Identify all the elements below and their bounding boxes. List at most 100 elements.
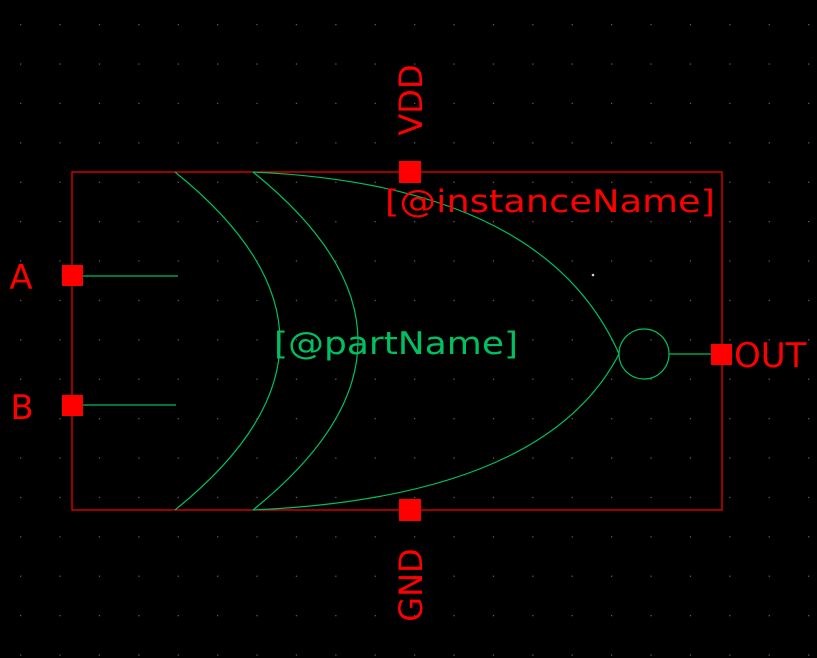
grid-dot <box>20 63 22 65</box>
grid-dot <box>256 299 258 302</box>
grid-dot <box>177 654 179 656</box>
grid-dot <box>571 496 573 499</box>
grid-dot <box>177 378 179 380</box>
grid-dot <box>453 260 455 262</box>
grid-dot <box>98 536 101 538</box>
pin-b[interactable] <box>62 395 83 416</box>
grid-dot <box>808 339 810 341</box>
grid-dot <box>374 299 376 302</box>
grid-dot <box>571 378 573 380</box>
grid-dot <box>808 299 810 302</box>
grid-dot <box>98 63 101 65</box>
pin-a[interactable] <box>62 265 83 286</box>
grid-dot <box>20 181 22 183</box>
grid-dot <box>453 24 455 26</box>
grid-dot <box>177 24 179 26</box>
grid-dot <box>374 418 376 420</box>
grid-dot <box>808 654 810 656</box>
grid-dot <box>20 339 22 341</box>
grid-dot <box>59 496 61 499</box>
grid-dot <box>611 24 613 26</box>
pin-out[interactable] <box>711 344 732 365</box>
grid-dot <box>492 102 495 105</box>
pin-gnd[interactable] <box>399 499 421 521</box>
xnor-symbol[interactable]: A B OUT VDD GND [@instanceName] [@partNa… <box>9 64 806 621</box>
grid-dot <box>689 181 692 183</box>
grid-dot <box>335 299 337 302</box>
grid-dot <box>217 418 219 420</box>
grid-dot <box>689 378 692 380</box>
grid-dot <box>20 102 22 105</box>
grid-dot <box>98 457 101 459</box>
grid-dot <box>453 654 455 656</box>
grid-dot <box>98 418 101 420</box>
grid-dot <box>217 63 219 65</box>
grid-dot <box>59 339 61 341</box>
grid-dot <box>59 142 61 144</box>
grid-dot <box>650 496 652 499</box>
grid-dot <box>217 615 219 617</box>
grid-dot <box>611 575 613 577</box>
grid-dot <box>453 496 455 499</box>
grid-dot <box>20 418 22 420</box>
grid-dot <box>729 142 731 144</box>
grid-dot <box>689 418 692 420</box>
pin-vdd[interactable] <box>399 161 421 183</box>
grid-dot <box>335 654 337 656</box>
grid-dot <box>571 102 573 105</box>
grid-dot <box>768 221 770 223</box>
grid-dot <box>177 299 179 302</box>
grid-dot <box>59 221 61 223</box>
grid-dot <box>414 496 416 499</box>
grid-dot <box>689 457 692 459</box>
grid-dot <box>295 260 298 262</box>
grid-dot <box>138 339 140 341</box>
grid-dot <box>59 24 61 26</box>
grid-dot <box>98 221 101 223</box>
grid-dot <box>256 575 258 577</box>
grid-dot <box>177 575 179 577</box>
grid-dot <box>414 575 416 577</box>
grid-dot <box>689 496 692 499</box>
grid-dot <box>453 378 455 380</box>
grid-dot <box>138 102 140 105</box>
grid-dot <box>177 615 179 617</box>
grid-dot <box>492 142 495 144</box>
grid-dot <box>256 221 258 223</box>
part-name-label: [@partName] <box>274 326 518 362</box>
grid-dot <box>729 378 731 380</box>
grid-dot <box>256 142 258 144</box>
grid-dot <box>374 221 376 223</box>
grid-dot <box>217 457 219 459</box>
grid-dot <box>729 260 731 262</box>
grid-dot <box>650 418 652 420</box>
grid-dot <box>611 221 613 223</box>
grid-dot <box>453 418 455 420</box>
grid-dot <box>571 418 573 420</box>
grid-dot <box>689 299 692 302</box>
grid-dot <box>532 378 534 380</box>
grid-dot <box>532 536 534 538</box>
grid-dot <box>295 378 298 380</box>
grid-dot <box>808 142 810 144</box>
grid-dot <box>768 142 770 144</box>
grid-dot <box>59 378 61 380</box>
grid-dot <box>611 615 613 617</box>
grid-dot <box>492 24 495 26</box>
grid-dot <box>729 654 731 656</box>
grid-dot <box>177 63 179 65</box>
grid-dot <box>689 24 692 26</box>
symbol-outline <box>71 171 723 511</box>
grid-dot <box>98 102 101 105</box>
grid-dot <box>138 24 140 26</box>
grid-dot <box>611 536 613 538</box>
grid-dot <box>532 181 534 183</box>
grid-dot <box>768 654 770 656</box>
grid-dot <box>611 418 613 420</box>
grid-dot <box>335 102 337 105</box>
grid-dot <box>611 142 613 144</box>
grid-dot <box>729 102 731 105</box>
grid-dot <box>138 299 140 302</box>
